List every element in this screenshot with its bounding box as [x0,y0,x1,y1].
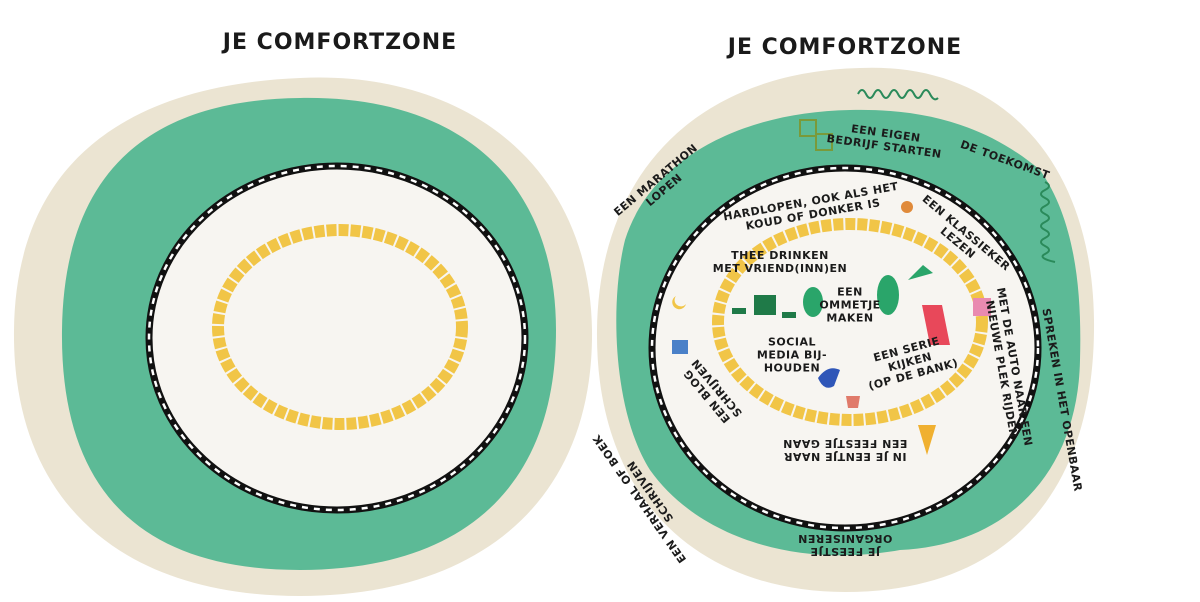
tree-icon [877,275,899,315]
brick-ring [212,224,468,430]
left-title: JE COMFORTZONE [222,30,458,55]
comfort-boundary [145,162,529,514]
outer-item: JE FEESTJE ORGANISEREN [797,532,893,558]
teapot-icon [754,295,776,315]
inner-item: SOCIAL MEDIA BIJ- HOUDEN [756,335,828,375]
left-diagram [13,77,593,596]
comfort-boundary-dashes [147,164,527,512]
teacup-icon [732,308,796,318]
cat-icon [922,305,950,345]
laptop-icon [672,340,688,354]
right-title: JE COMFORTZONE [727,35,963,60]
comfort-boundary-dashes [650,166,1040,530]
squiggle-icon [1040,181,1056,263]
reading-person-icon [901,201,913,213]
right-diagram [596,67,1095,592]
squiggle-icon [857,89,939,101]
inner-item: THEE DRINKEN MET VRIEND(INN)EN [712,249,848,275]
moon-icon [672,296,686,310]
middle-item: IN JE EENTJE NAAR EEN FEESTJE GAAN [782,437,908,463]
tree-icon [803,287,823,317]
house-icon [973,298,991,316]
inner-item: EEN OMMETJE MAKEN [819,285,881,325]
brick-ring [712,218,988,426]
bird-icon [818,368,840,388]
potted-plant-icon [846,396,860,408]
plant-icon [908,265,933,280]
ice-cream-icon [918,425,936,455]
boxes-icon [799,119,833,151]
